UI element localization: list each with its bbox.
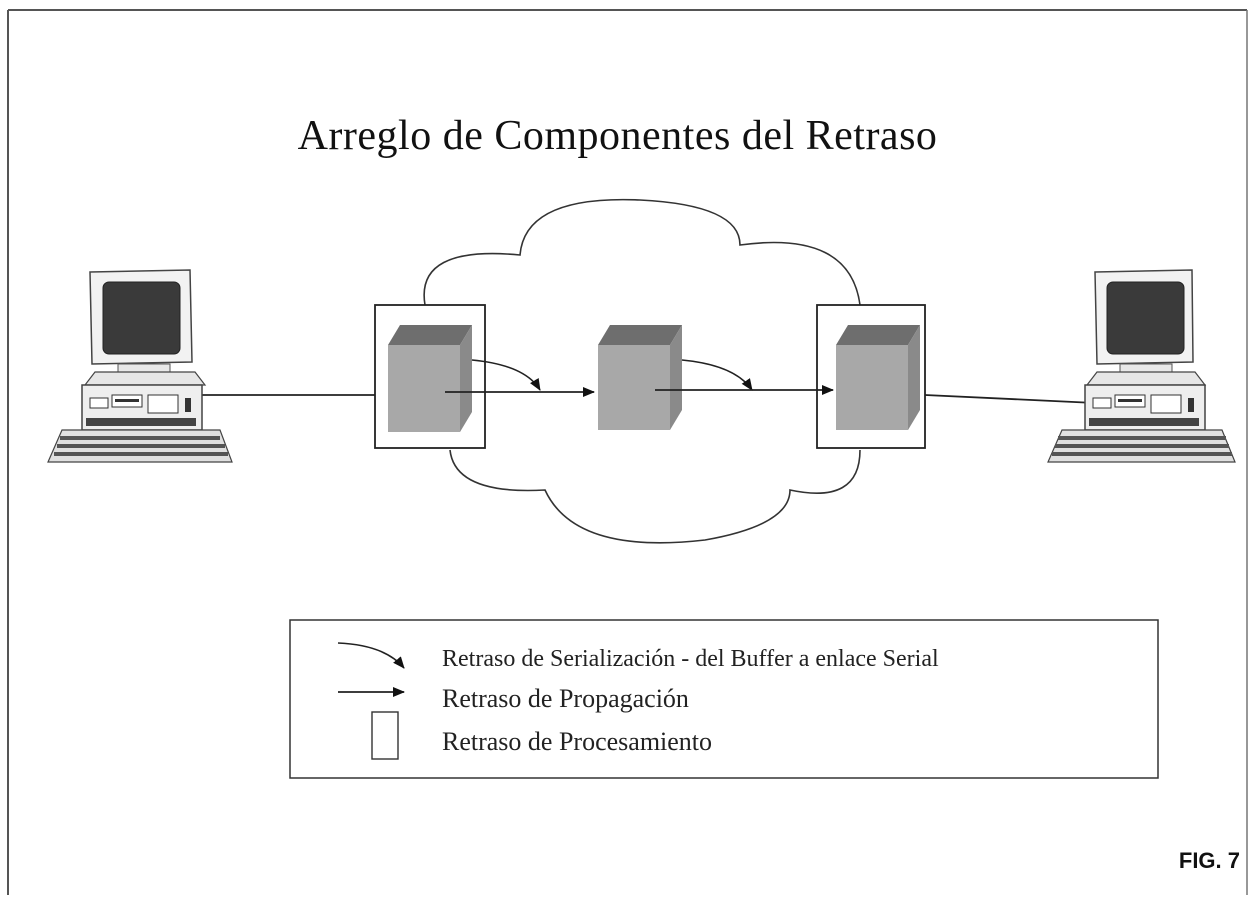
computer-left-icon [47, 269, 233, 463]
diagram-title: Arreglo de Componentes del Retraso [297, 113, 938, 159]
legend-item-serialization: Retraso de Serialización - del Buffer a … [442, 646, 939, 672]
legend-item-processing: Retraso de Procesamiento [442, 727, 713, 756]
computer-right-icon [1047, 269, 1236, 463]
router-1 [374, 304, 486, 449]
curved-arrow-icon [337, 642, 405, 669]
router-3 [816, 304, 926, 449]
legend-item-propagation: Retraso de Propagación [442, 684, 689, 713]
box-icon [371, 711, 399, 760]
figure-label: FIG. 7 [1178, 848, 1240, 873]
serialization-arrow-2 [681, 359, 753, 391]
link-router-3-computer-right [924, 394, 1096, 404]
network-cloud [423, 198, 861, 544]
serialization-arrow-1 [471, 359, 541, 391]
router-2 [598, 325, 682, 430]
legend [289, 619, 1159, 779]
